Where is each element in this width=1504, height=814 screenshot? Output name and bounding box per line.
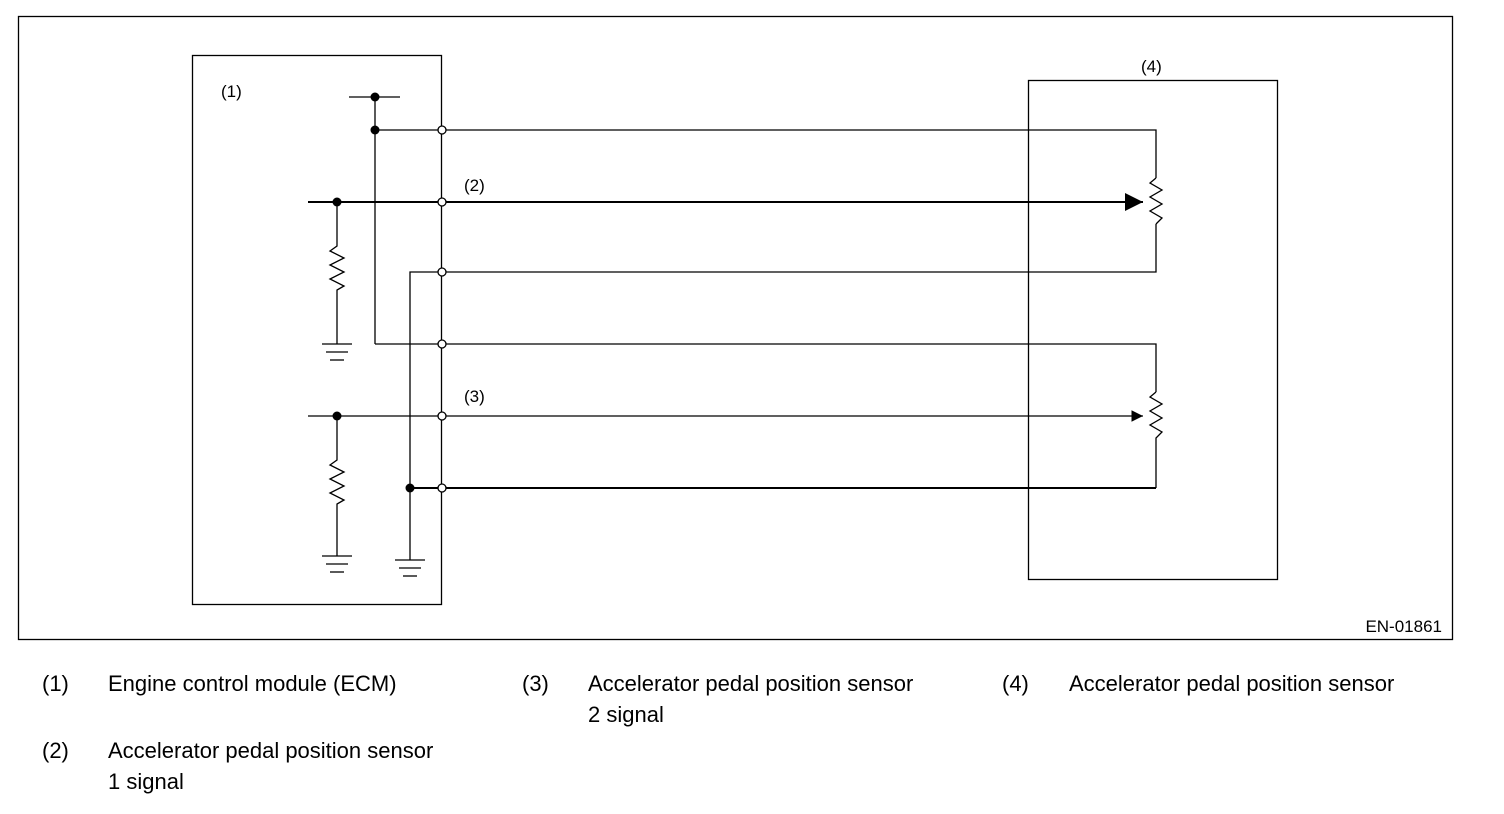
ground-symbol-2 xyxy=(322,555,352,573)
terminal-connector xyxy=(437,483,447,493)
wire-sensor1-supply xyxy=(446,129,1157,178)
wire-ground-vertical xyxy=(409,271,438,560)
legend-number: (3) xyxy=(522,671,549,696)
terminal-connector xyxy=(437,125,447,135)
signal-2-label: (3) xyxy=(464,387,485,406)
ground-symbol-1 xyxy=(322,343,352,361)
ground-symbol-3 xyxy=(395,559,425,577)
legend-number: (2) xyxy=(42,738,69,763)
terminal-connector xyxy=(437,197,447,207)
wire-sensor2-supply xyxy=(446,343,1157,392)
legend-text: Accelerator pedal position sensor xyxy=(1069,671,1395,696)
legend-text: Accelerator pedal position sensor 1 sign… xyxy=(108,738,434,794)
ecm-box-label: (1) xyxy=(221,82,242,101)
figure-code: EN-01861 xyxy=(1365,617,1442,636)
terminal-connector xyxy=(437,411,447,421)
legend-text: Accelerator pedal position sensor 2 sign… xyxy=(588,671,914,727)
legend-number: (1) xyxy=(42,671,69,696)
sensor-box-label: (4) xyxy=(1141,57,1162,76)
sensor-box xyxy=(1027,79,1279,581)
pulldown-resistor-1 xyxy=(328,202,346,344)
junction-dot xyxy=(332,197,342,207)
pulldown-resistor-2 xyxy=(328,416,346,556)
junction-dot xyxy=(405,483,415,493)
terminal-connector xyxy=(437,339,447,349)
wire-sensor1-ground xyxy=(446,224,1157,273)
junction-dot xyxy=(332,411,342,421)
junction-dot xyxy=(370,125,380,135)
legend-number: (4) xyxy=(1002,671,1029,696)
potentiometer-1 xyxy=(1148,177,1164,225)
terminal-connector xyxy=(437,267,447,277)
ecm-box xyxy=(191,54,443,606)
figure-frame xyxy=(17,15,1454,641)
potentiometer-2 xyxy=(1148,391,1164,488)
junction-dot xyxy=(370,92,380,102)
signal-1-label: (2) xyxy=(464,176,485,195)
legend-text: Engine control module (ECM) xyxy=(108,671,397,696)
